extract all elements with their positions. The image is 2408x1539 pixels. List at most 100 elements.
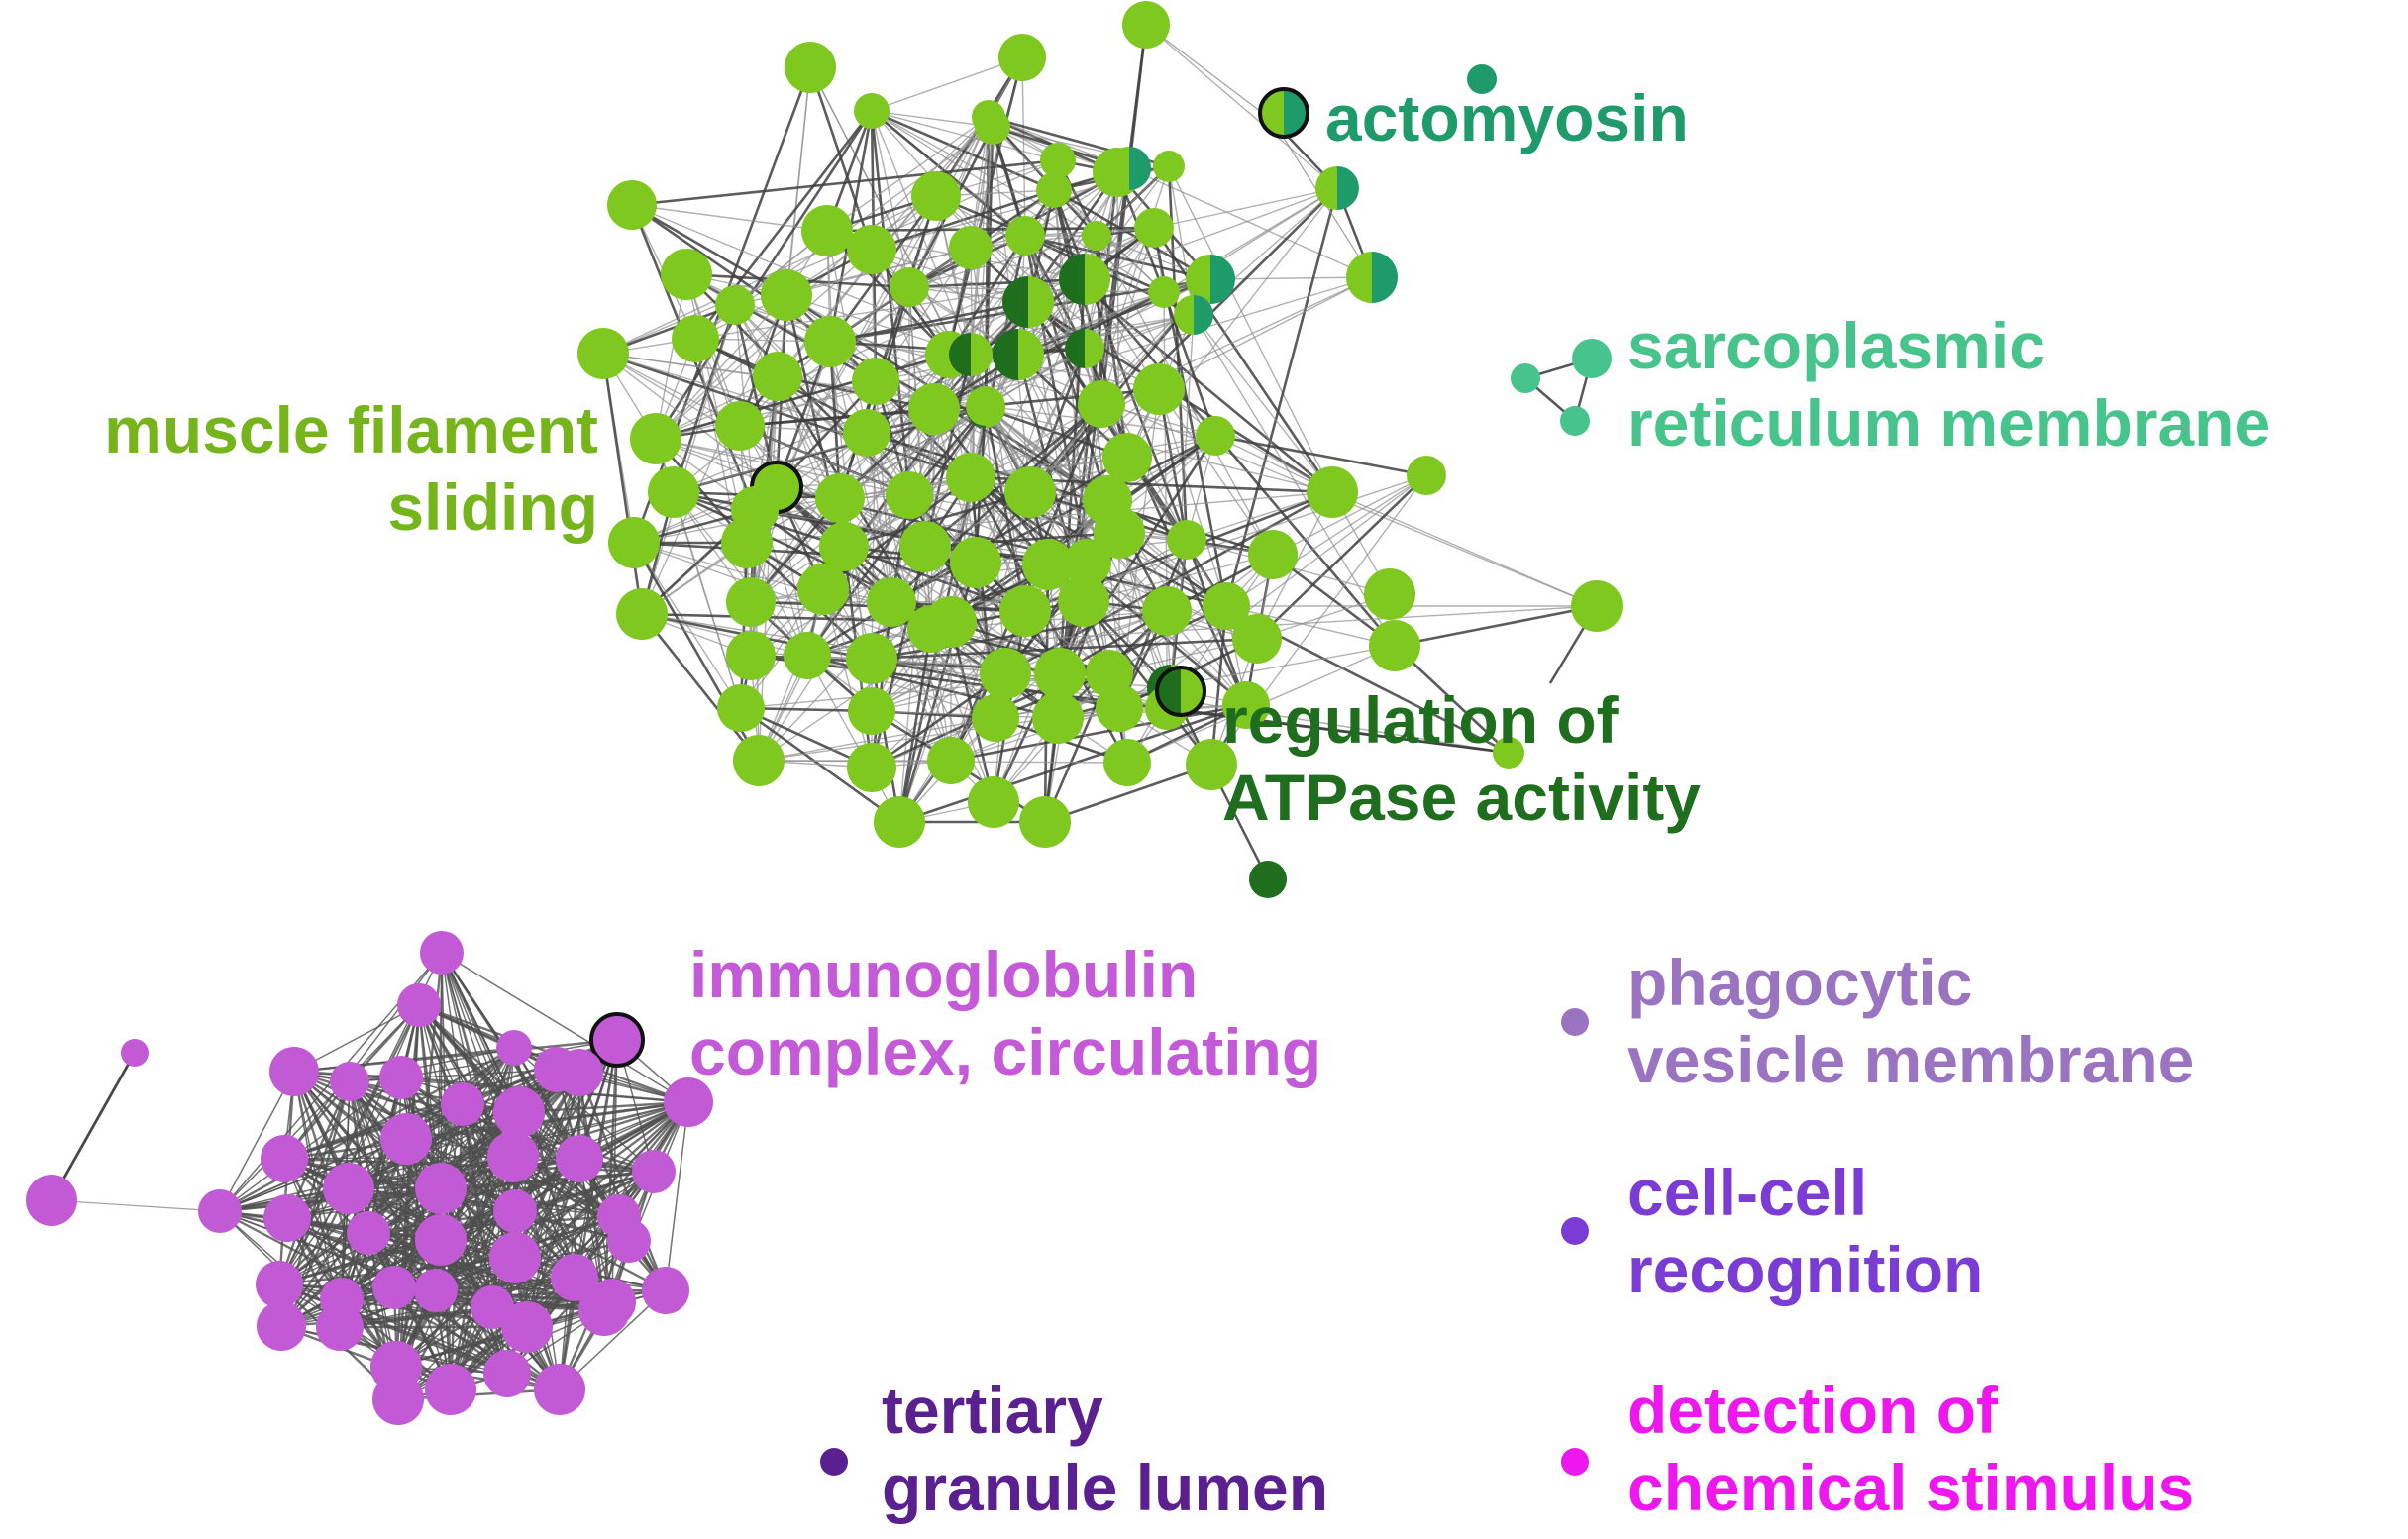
sarcoplasmic-node: [1511, 363, 1540, 393]
network-edge: [601, 353, 644, 615]
muscle-cluster-node: [1307, 466, 1358, 518]
network-edge: [1168, 165, 1333, 493]
network-nodes: [26, 1, 1623, 1476]
network-edge: [641, 613, 808, 657]
muscle-cluster-node: [999, 585, 1051, 637]
muscle-cluster-node: [717, 684, 765, 732]
network-edge: [1209, 605, 1228, 766]
network-edge: [440, 1187, 576, 1279]
muscle-cluster-node: [715, 285, 755, 325]
muscle-cluster-node: [899, 521, 951, 572]
muscle-cluster-node: [761, 269, 812, 321]
muscle-actomyosin-node: [1315, 166, 1359, 210]
muscle-cluster-node: [1058, 575, 1109, 627]
muscle-cluster-node: [733, 735, 785, 786]
muscle-cluster-node: [946, 453, 995, 502]
label-sarcoplasmic-reticulum-membrane: sarcoplasmic reticulum membrane: [1627, 307, 2270, 462]
muscle-cluster-node: [968, 776, 1019, 828]
network-edge: [875, 247, 972, 382]
label-line: sliding: [387, 470, 598, 544]
muscle-cluster-node: [854, 93, 890, 129]
network-edge: [950, 703, 1247, 763]
muscle-cluster-node: [1004, 466, 1056, 518]
network-edge: [655, 438, 841, 499]
muscle-cluster-node: [1167, 520, 1206, 560]
network-edge: [219, 1071, 295, 1212]
label-line: regulation of: [1222, 683, 1619, 757]
network-edge: [995, 687, 1172, 719]
muscle-cluster-node: [848, 687, 895, 735]
network-edge: [865, 286, 911, 434]
muscle-cluster-node: [1364, 568, 1415, 620]
muscle-cluster-node: [672, 315, 719, 362]
label-line: immunoglobulin: [689, 938, 1199, 1011]
immunoglobulin-cluster-node: [425, 1364, 476, 1415]
immunoglobulin-cluster-node: [379, 1056, 423, 1099]
muscle-atpase-node: [1059, 254, 1110, 305]
label-line: reticulum membrane: [1627, 386, 2271, 460]
network-edge: [283, 1102, 464, 1161]
sarcoplasmic-node: [1572, 339, 1612, 378]
network-edge: [1100, 227, 1155, 405]
immunoglobulin-cluster-node: [198, 1189, 242, 1233]
muscle-atpase-node: [1065, 329, 1104, 368]
network-edge: [806, 655, 900, 823]
muscle-cluster-node: [1102, 433, 1152, 482]
network-edge: [640, 613, 761, 762]
immunoglobulin-cluster-node: [493, 1086, 545, 1138]
network-edge: [1331, 491, 1598, 607]
actomyosin-node: [1258, 87, 1309, 139]
immunoglobulin-cluster-node: [551, 1254, 598, 1301]
muscle-cluster-node: [1571, 580, 1623, 632]
muscle-cluster-node: [661, 249, 712, 300]
muscle-cluster-node: [1493, 737, 1524, 769]
network-edge: [631, 203, 831, 344]
label-line: sarcoplasmic: [1627, 309, 2045, 382]
sarcoplasmic-node: [1560, 406, 1590, 436]
network-edge: [870, 658, 901, 823]
network-edge: [672, 304, 737, 493]
immunoglobulin-cluster-node: [257, 1301, 306, 1351]
network-edge: [871, 710, 1059, 719]
muscle-cluster-node: [1186, 739, 1237, 790]
network-edge: [970, 435, 1216, 478]
immunoglobulin-cluster-node: [664, 1077, 713, 1127]
immunoglobulin-cluster-node: [414, 1269, 458, 1312]
muscle-cluster-node: [1040, 143, 1076, 178]
network-edge: [280, 1324, 452, 1391]
network-edge: [839, 405, 987, 499]
muscle-cluster-node: [846, 633, 897, 684]
label-line: vesicle membrane: [1627, 1023, 2195, 1096]
immunoglobulin-cluster-node: [263, 1194, 311, 1242]
network-edge: [219, 1138, 407, 1212]
muscle-cluster-node: [721, 517, 773, 568]
immunoglobulin-cluster-node: [256, 1261, 303, 1308]
network-edge: [367, 1072, 580, 1234]
muscle-cluster-node: [577, 328, 629, 379]
network-edge: [871, 110, 1059, 161]
network-edge: [631, 203, 787, 297]
network-edge: [843, 490, 1031, 549]
immunoglobulin-satellite-node: [121, 1039, 149, 1067]
muscle-cluster-node: [1103, 739, 1151, 786]
muscle-cluster-node: [927, 737, 975, 784]
muscle-cluster-node: [1122, 1, 1170, 49]
network-edge: [278, 1238, 442, 1286]
label-line: tertiary: [882, 1374, 1103, 1447]
muscle-actomyosin-node: [1346, 252, 1398, 303]
muscle-cluster-node: [715, 401, 765, 451]
network-edge: [641, 304, 736, 615]
network-edge: [435, 1289, 561, 1390]
muscle-cluster-node: [1133, 363, 1185, 415]
label-tertiary-granule-lumen: tertiary granule lumen: [882, 1372, 1328, 1526]
muscle-cluster-node: [1232, 614, 1282, 664]
immunoglobulin-cluster-node: [441, 1082, 484, 1126]
network-edge: [1084, 227, 1155, 350]
label-line: actomyosin: [1325, 81, 1689, 154]
network-edge: [655, 294, 787, 440]
immunoglobulin-cluster-node: [607, 1219, 651, 1263]
network-edge: [694, 230, 828, 340]
network-edge: [50, 1052, 137, 1201]
muscle-cluster-node: [972, 694, 1019, 742]
muscle-cluster-node: [1082, 221, 1111, 251]
